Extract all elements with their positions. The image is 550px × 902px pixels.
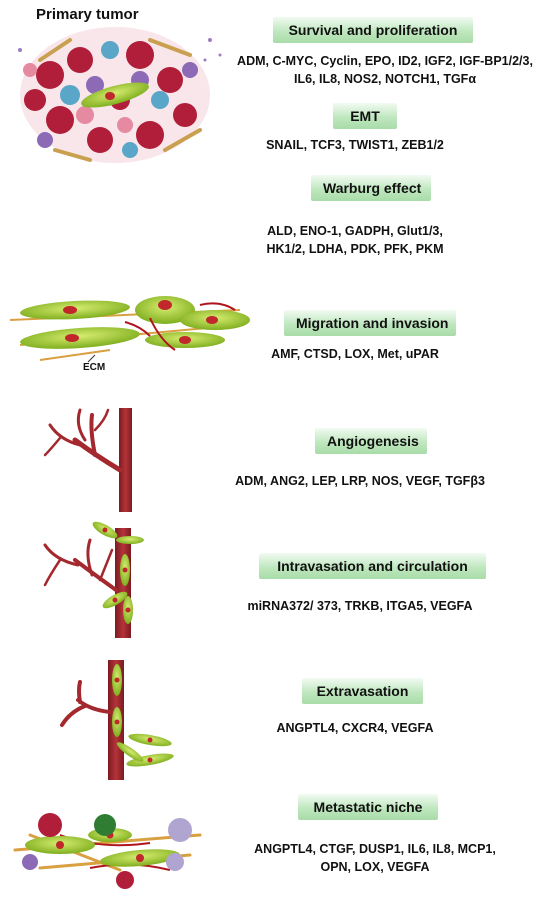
- stage-genes-emt: SNAIL, TCF3, TWIST1, ZEB1/2: [250, 136, 460, 154]
- stage-genes-survival: ADM, C-MYC, Cyclin, EPO, ID2, IGF2, IGF-…: [230, 52, 540, 88]
- genes-line: IL6, IL8, NOS2, NOTCH1, TGFα: [293, 72, 476, 86]
- stage-header-metastatic-niche: Metastatic niche: [298, 794, 438, 820]
- stage-genes-angiogenesis: ADM, ANG2, LEP, LRP, NOS, VEGF, TGFβ3: [230, 472, 490, 490]
- ecm-label: ECM: [83, 362, 106, 373]
- genes-line: HK1/2, LDHA, PDK, PFK, PKM: [266, 242, 444, 256]
- stage-header-warburg: Warburg effect: [311, 175, 431, 201]
- stage-header-angiogenesis: Angiogenesis: [315, 428, 427, 454]
- genes-line: ALD, ENO-1, GADPH, Glut1/3,: [267, 224, 443, 238]
- genes-line: ANGPTL4, CTGF, DUSP1, IL6, IL8, MCP1,: [254, 842, 496, 856]
- genes-line: SNAIL, TCF3, TWIST1, ZEB1/2: [266, 138, 444, 152]
- genes-line: miRNA372/ 373, TRKB, ITGA5, VEGFA: [247, 599, 473, 613]
- stage-genes-warburg: ALD, ENO-1, GADPH, Glut1/3, HK1/2, LDHA,…: [250, 222, 460, 258]
- intravasation-illustration: [43, 521, 144, 638]
- angiogenesis-illustration: [43, 408, 132, 512]
- migration-illustration: [9, 296, 250, 363]
- genes-line: AMF, CTSD, LOX, Met, uPAR: [271, 347, 439, 361]
- stage-genes-migration: AMF, CTSD, LOX, Met, uPAR: [250, 345, 460, 363]
- stage-header-survival: Survival and proliferation: [273, 17, 473, 43]
- stage-genes-extravasation: ANGPTL4, CXCR4, VEGFA: [270, 719, 440, 737]
- primary-tumor-illustration: [18, 27, 222, 163]
- stage-header-intravasation: Intravasation and circulation: [259, 553, 486, 579]
- genes-line: OPN, LOX, VEGFA: [320, 860, 430, 874]
- stage-header-extravasation: Extravasation: [302, 678, 423, 704]
- stage-genes-intravasation: miRNA372/ 373, TRKB, ITGA5, VEGFA: [240, 597, 480, 615]
- stage-header-emt: EMT: [333, 103, 397, 129]
- genes-line: ADM, C-MYC, Cyclin, EPO, ID2, IGF2, IGF-…: [237, 54, 533, 68]
- stage-header-migration: Migration and invasion: [284, 310, 456, 336]
- extravasation-illustration: [60, 660, 174, 780]
- genes-line: ADM, ANG2, LEP, LRP, NOS, VEGF, TGFβ3: [235, 474, 485, 488]
- primary-tumor-label: Primary tumor: [36, 6, 139, 23]
- stage-genes-metastatic-niche: ANGPTL4, CTGF, DUSP1, IL6, IL8, MCP1, OP…: [230, 840, 520, 876]
- metastatic-niche-illustration: [13, 813, 202, 889]
- genes-line: ANGPTL4, CXCR4, VEGFA: [276, 721, 434, 735]
